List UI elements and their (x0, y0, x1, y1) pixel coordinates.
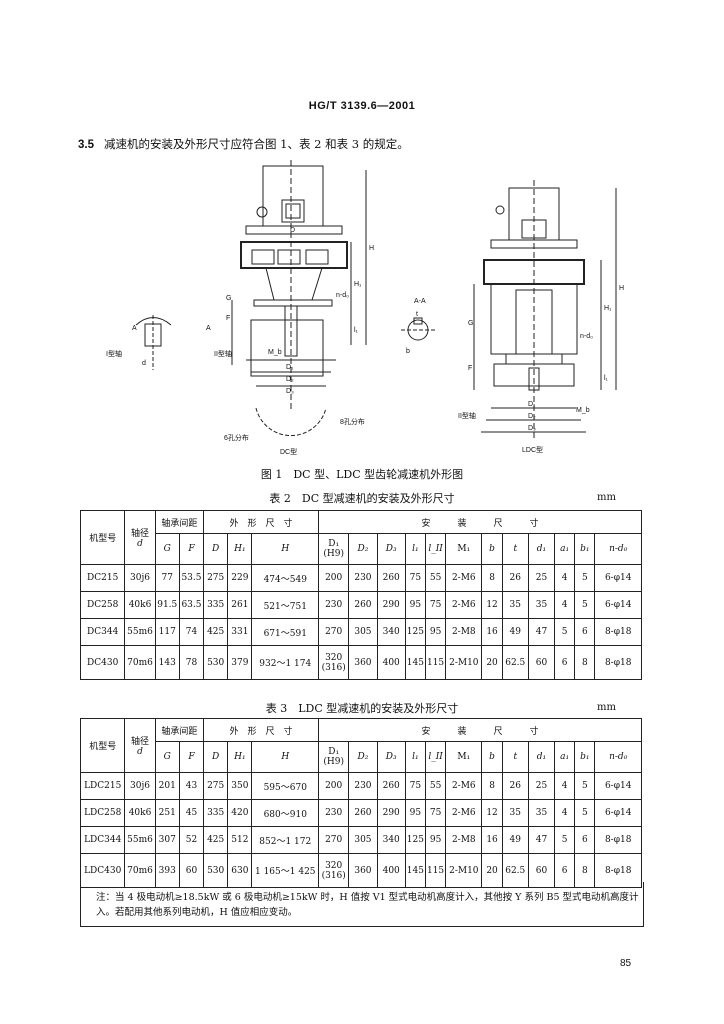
dc-type-drawing (135, 160, 367, 437)
th-bearing: 轴承间距 (154, 718, 205, 742)
ldc-dim-label-l1: l₁ (604, 375, 609, 382)
ldc-label-ii-shaft: II型轴 (458, 411, 476, 420)
dim-label-f: F (226, 315, 230, 322)
label-a-left: A (132, 325, 137, 332)
label-dc-type: DC型 (280, 447, 297, 456)
ldc-dim-label-h: H (619, 285, 624, 292)
page-number: 85 (620, 958, 632, 969)
label-6-holes: 6孔分布 (224, 433, 249, 442)
dim-label-b: b (406, 348, 410, 355)
label-section-aa: A-A (414, 298, 426, 305)
ldc-dim-label-d2: D₂ (528, 413, 536, 420)
ldc-type-drawing (473, 180, 617, 440)
label-ii-shaft: II型轴 (214, 349, 232, 358)
dim-label-mb: M_b (268, 349, 282, 356)
th-bearing: 轴承间距 (154, 510, 205, 534)
th-install: 安 装 尺 寸 (318, 718, 642, 742)
table3-unit: mm (597, 702, 616, 713)
table2-unit: mm (597, 492, 616, 503)
table3-caption: 表 3 LDC 型减速机的安装及外形尺寸 (265, 702, 459, 715)
dim-label-d1: D₁ (286, 364, 294, 371)
label-a-right: A (206, 325, 211, 332)
th-model: 机型号 (79, 718, 126, 773)
table2-caption: 表 2 DC 型减速机的安装及外形尺寸 (269, 492, 455, 505)
th-outer: 外 形 尺 寸 (203, 510, 320, 534)
ldc-dim-label-d1: D₁ (528, 401, 536, 408)
dim-label-d2: D₂ (286, 376, 294, 383)
dim-label-d-small: d (142, 360, 146, 367)
dim-label-g: G (226, 295, 231, 302)
ldc-dim-label-d3: D₃ (528, 425, 536, 432)
th-outer: 外 形 尺 寸 (203, 718, 320, 742)
clause-text: 减速机的安装及外形尺寸应符合图 1、表 2 和表 3 的规定。 (104, 137, 409, 151)
dim-label-l1: l₁ (354, 327, 359, 334)
standard-header: HG/T 3139.6—2001 (308, 100, 416, 112)
table3-note: 注：当 4 极电动机≥18.5kW 或 6 极电动机≥15kW 时，H 值按 V… (96, 892, 639, 918)
figure-caption: 图 1 DC 型、LDC 型齿轮减速机外形图 (260, 468, 464, 481)
reducer-outline-drawing: D H H₁ G F n-d₀ l₁ D₁ D₂ D₃ M_b II型轴 I型轴… (106, 160, 624, 456)
label-i-shaft: I型轴 (106, 349, 122, 358)
ldc-dim-label-mb: M_b (576, 407, 590, 414)
ldc-dim-label-g: G (468, 320, 473, 327)
th-model: 机型号 (79, 510, 126, 565)
ldc-dim-label-h1: H₁ (604, 305, 612, 312)
dim-label-nd0: n-d₀ (336, 292, 349, 299)
ldc-dim-label-f: F (468, 365, 472, 372)
label-8-holes: 8孔分布 (340, 417, 365, 426)
dim-label-d: D (290, 227, 295, 234)
section-a-a (401, 317, 436, 341)
dim-label-d3: D₃ (286, 388, 294, 395)
dim-label-h1: H₁ (354, 281, 362, 288)
clause-3-5: 3.5 减速机的安装及外形尺寸应符合图 1、表 2 和表 3 的规定。 (78, 136, 409, 152)
note-frame (80, 882, 644, 927)
dim-label-h: H (369, 245, 374, 252)
dim-label-t: t (416, 311, 418, 318)
clause-number: 3.5 (78, 139, 94, 151)
th-install: 安 装 尺 寸 (318, 510, 642, 534)
label-ldc-type: LDC型 (522, 445, 543, 454)
ldc-dim-label-nd0: n-d₀ (580, 333, 593, 340)
